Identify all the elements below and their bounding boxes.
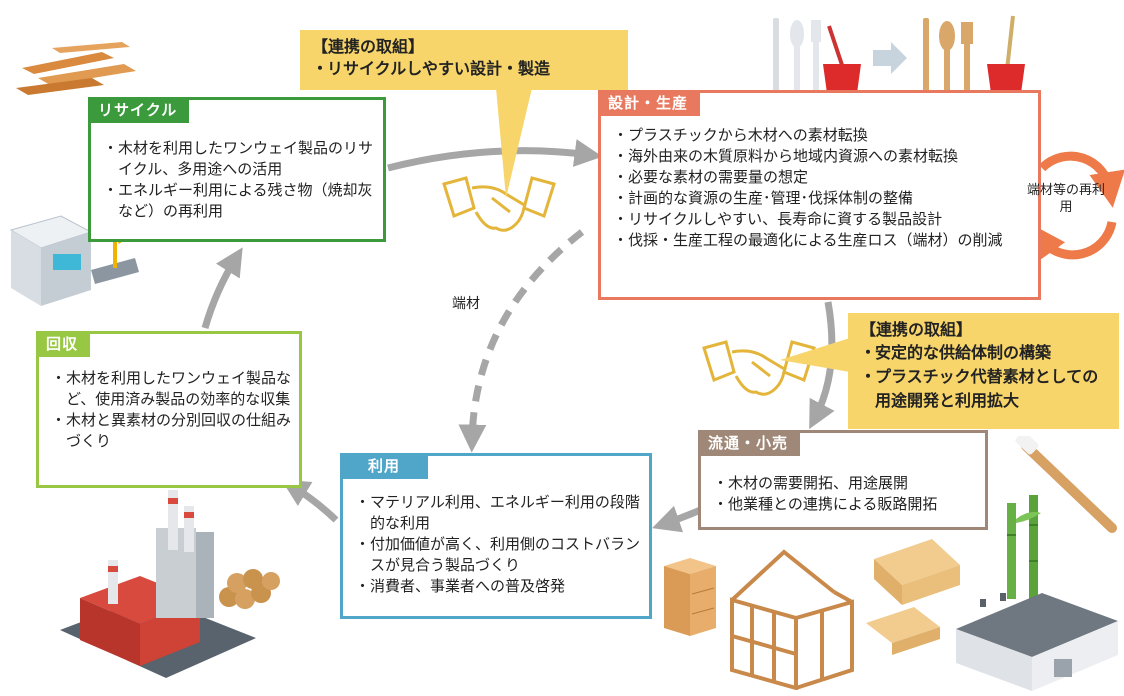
furniture-icon xyxy=(664,558,716,636)
stage-collect-box: 回収 木材を利用したワンウェイ製品など、使用済み製品の効率的な収集 木材と異素材… xyxy=(36,331,302,488)
stage-distribution-title: 流通・小売 xyxy=(698,430,801,456)
list-item: 木材を利用したワンウェイ製品など、使用済み製品の効率的な収集 xyxy=(51,368,299,410)
list-item: 消費者、事業者への普及啓発 xyxy=(355,576,649,597)
handshake-icon xyxy=(702,340,816,396)
arrow-collect-to-recycle xyxy=(201,247,243,329)
callout-pointer-top xyxy=(496,88,532,198)
arrow-use-to-collect xyxy=(281,479,339,523)
list-item: 伐採・生産工程の最適化による生産ロス（端材）の削減 xyxy=(613,230,1003,251)
stage-design-title: 設計・生産 xyxy=(598,90,701,116)
list-item: 計画的な資源の生産･管理･伐採体制の整備 xyxy=(613,188,1003,209)
list-item: 他業種との連携による販路開拓 xyxy=(713,494,937,515)
list-item: プラスチックから木材への素材転換 xyxy=(613,125,1003,146)
lumber-icon xyxy=(866,539,960,655)
list-item: マテリアル利用、エネルギー利用の段階的な利用 xyxy=(355,492,649,534)
list-item: エネルギー利用による残さ物（焼却灰など）の再利用 xyxy=(103,180,383,222)
stage-distribution-box: 流通・小売 木材の需要開拓、用途展開 他業種との連携による販路開拓 xyxy=(698,430,988,530)
reuse-arrow-bottom xyxy=(1029,220,1117,264)
collab-right-item: プラスチック代替素材としての用途開発と利用拡大 xyxy=(860,365,1107,413)
stage-use-title: 利用 xyxy=(340,453,429,479)
reuse-arrow-top xyxy=(1038,151,1124,208)
toothbrush-icon xyxy=(1015,436,1117,533)
stage-design-box: 設計・生産 プラスチックから木材への素材転換 海外由来の木質原料から地域内資源へ… xyxy=(598,90,1041,300)
stage-recycle-box: リサイクル 木材を利用したワンウェイ製品のリサイクル、多用途への活用 エネルギー… xyxy=(88,97,386,242)
offcut-edge-label: 端材 xyxy=(452,296,480,312)
stage-recycle-title: リサイクル xyxy=(88,97,190,123)
collab-callout-right: 【連携の取組】 安定的な供給体制の構築 プラスチック代替素材としての用途開発と利… xyxy=(848,313,1119,429)
list-item: リサイクルしやすい、長寿命に資する製品設計 xyxy=(613,209,1003,230)
collab-right-title: 【連携の取組】 xyxy=(860,320,973,339)
reuse-cycle-label: 端材等の再利用 xyxy=(1026,183,1105,215)
arrow-offcut-dashed xyxy=(458,229,585,453)
collab-callout-top: 【連携の取組】 リサイクルしやすい設計・製造 xyxy=(300,30,628,90)
wood-planks-icon xyxy=(16,42,136,95)
list-item: 木材の需要開拓、用途展開 xyxy=(713,473,937,494)
house-frame-icon xyxy=(730,549,854,690)
stage-collect-title: 回収 xyxy=(36,331,91,357)
list-item: 木材と異素材の分別回収の仕組みづくり xyxy=(51,410,299,452)
collab-top-title: 【連携の取組】 xyxy=(312,37,425,56)
list-item: 必要な素材の需要量の想定 xyxy=(613,167,1003,188)
incinerator-plant-icon xyxy=(60,490,256,678)
bamboo-icon xyxy=(1007,495,1041,599)
list-item: 木材を利用したワンウェイ製品のリサイクル、多用途への活用 xyxy=(103,138,383,180)
stage-use-box: 利用 マテリアル利用、エネルギー利用の段階的な利用 付加価値が高く、利用側のコス… xyxy=(340,453,652,619)
lumber-icon xyxy=(219,569,280,609)
callout-pointer-right xyxy=(780,338,850,372)
collab-right-item: 安定的な供給体制の構築 xyxy=(860,341,1107,365)
collab-top-item: リサイクルしやすい設計・製造 xyxy=(312,58,616,80)
arrow-recycle-to-design xyxy=(387,139,603,172)
list-item: 付加価値が高く、利用側のコストバランスが見合う製品づくり xyxy=(355,534,649,576)
list-item: 海外由来の木質原料から地域内資源への素材転換 xyxy=(613,146,1003,167)
warehouse-icon xyxy=(956,593,1118,691)
